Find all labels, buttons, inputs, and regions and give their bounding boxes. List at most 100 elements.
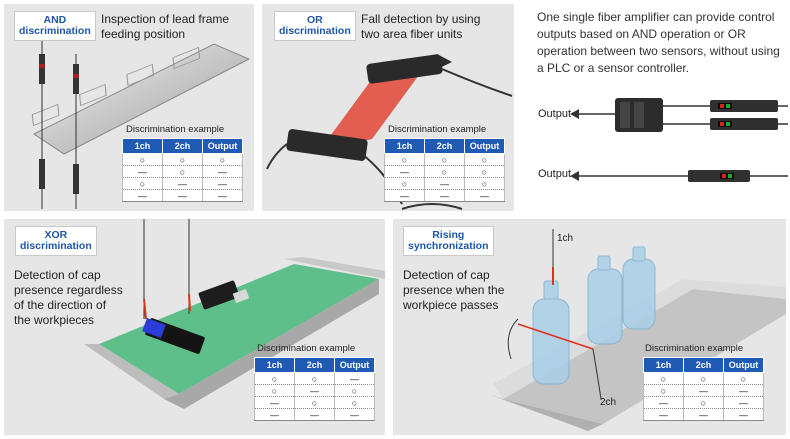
cell: — — [202, 177, 243, 190]
cell: — — [162, 177, 203, 190]
cell: ○ — [294, 396, 335, 409]
xor-desc-line: the workpieces — [14, 313, 95, 327]
table-row: ○○○ — [384, 153, 505, 166]
header-1ch: 1ch — [643, 357, 684, 373]
and-description: Inspection of lead frame feeding positio… — [101, 12, 229, 42]
cell: ○ — [643, 384, 684, 397]
xor-badge: XOR discrimination — [15, 226, 97, 256]
or-desc-line: two area fiber units — [361, 27, 463, 41]
rising-synchronization-panel: Rising synchronization Detection of cap … — [393, 219, 786, 435]
header-1ch: 1ch — [384, 138, 425, 154]
xor-truth-table: 1ch 2ch Output ○○— ○—○ —○○ ——— — [254, 357, 375, 421]
cell: — — [723, 408, 764, 421]
cell: ○ — [254, 384, 295, 397]
cell: — — [162, 189, 203, 202]
xor-desc-line: of the direction of — [14, 298, 107, 312]
table-row: ○○○ — [122, 153, 243, 166]
label-2ch: 2ch — [600, 397, 617, 408]
and-truth-table: 1ch 2ch Output ○○○ —○— ○—— ——— — [122, 138, 243, 202]
cell: — — [254, 408, 295, 421]
cell: — — [384, 165, 425, 178]
cell: — — [294, 408, 335, 421]
cell: — — [334, 408, 375, 421]
cell: — — [683, 408, 724, 421]
table-row: ○○— — [254, 372, 375, 385]
cell: ○ — [723, 372, 764, 385]
or-truth-table: 1ch 2ch Output ○○○ —○○ ○—○ ——— — [384, 138, 505, 202]
header-2ch: 2ch — [424, 138, 465, 154]
label-1ch: 1ch — [557, 233, 574, 244]
rising-caption: Discrimination example — [645, 343, 744, 354]
and-badge-subtitle: discrimination — [19, 25, 91, 37]
rising-desc-line: Detection of cap — [403, 268, 490, 282]
cell: — — [643, 408, 684, 421]
table-row: ○—○ — [384, 177, 505, 190]
and-caption: Discrimination example — [126, 124, 225, 135]
conveyor-bottles-illustration — [488, 229, 786, 431]
rising-description: Detection of cap presence when the workp… — [403, 268, 504, 313]
cell: ○ — [424, 153, 465, 166]
cell: — — [723, 384, 764, 397]
cell: — — [424, 177, 465, 190]
cell: — — [683, 384, 724, 397]
xor-badge-title: XOR — [44, 229, 68, 241]
or-desc-line: Fall detection by using — [361, 12, 481, 26]
and-desc-line: feeding position — [101, 27, 186, 41]
header-1ch: 1ch — [254, 357, 295, 373]
table-row: ○○○ — [643, 372, 764, 385]
cell: ○ — [683, 372, 724, 385]
header-1ch: 1ch — [122, 138, 163, 154]
arrow-left-icon — [570, 171, 688, 181]
header-output: Output — [334, 357, 375, 373]
cell: ○ — [384, 153, 425, 166]
cell: — — [202, 165, 243, 178]
table-row: ——— — [254, 408, 375, 421]
header-2ch: 2ch — [683, 357, 724, 373]
cell: — — [202, 189, 243, 202]
cell: ○ — [334, 396, 375, 409]
cell: ○ — [162, 153, 203, 166]
and-discrimination-panel: AND discrimination Inspection of lead fr… — [4, 4, 254, 211]
cell: — — [384, 189, 425, 202]
or-caption: Discrimination example — [388, 124, 487, 135]
table-row: —○○ — [384, 165, 505, 178]
cell: ○ — [202, 153, 243, 166]
fiber-amplifier-illustration — [570, 98, 788, 182]
or-badge-subtitle: discrimination — [279, 25, 351, 37]
rising-badge: Rising synchronization — [403, 226, 494, 256]
rising-badge-subtitle: synchronization — [408, 240, 489, 252]
cell: — — [122, 165, 163, 178]
cell: ○ — [254, 372, 295, 385]
cell: ○ — [122, 153, 163, 166]
table-row: ○—— — [643, 384, 764, 397]
xor-description: Detection of cap presence regardless of … — [14, 268, 123, 328]
intro-text: One single fiber amplifier can provide c… — [537, 10, 780, 75]
table-row: ——— — [643, 408, 764, 421]
xor-discrimination-panel: XOR discrimination Detection of cap pres… — [4, 219, 385, 435]
xor-desc-line: presence regardless — [14, 283, 123, 297]
arrow-left-icon — [570, 109, 615, 119]
cell: ○ — [464, 165, 505, 178]
xor-caption: Discrimination example — [257, 343, 356, 354]
cell: ○ — [122, 177, 163, 190]
lead-frame-illustration — [31, 34, 251, 209]
cell: ○ — [384, 177, 425, 190]
cell: — — [122, 189, 163, 202]
cell: — — [723, 396, 764, 409]
header-output: Output — [464, 138, 505, 154]
header-output: Output — [723, 357, 764, 373]
cell: — — [464, 189, 505, 202]
table-row: ——— — [122, 189, 243, 202]
output-label-bottom: Output — [538, 168, 572, 180]
rising-truth-table: 1ch 2ch Output ○○○ ○—— —○— ——— — [643, 357, 764, 421]
or-badge-title: OR — [307, 14, 323, 26]
table-row: ○—○ — [254, 384, 375, 397]
cell: — — [254, 396, 295, 409]
and-badge-title: AND — [43, 14, 67, 26]
cell: ○ — [643, 372, 684, 385]
header-output: Output — [202, 138, 243, 154]
cell: — — [424, 189, 465, 202]
rising-desc-line: presence when the — [403, 283, 505, 297]
table-row: —○— — [643, 396, 764, 409]
rising-desc-line: workpiece passes — [403, 298, 499, 312]
